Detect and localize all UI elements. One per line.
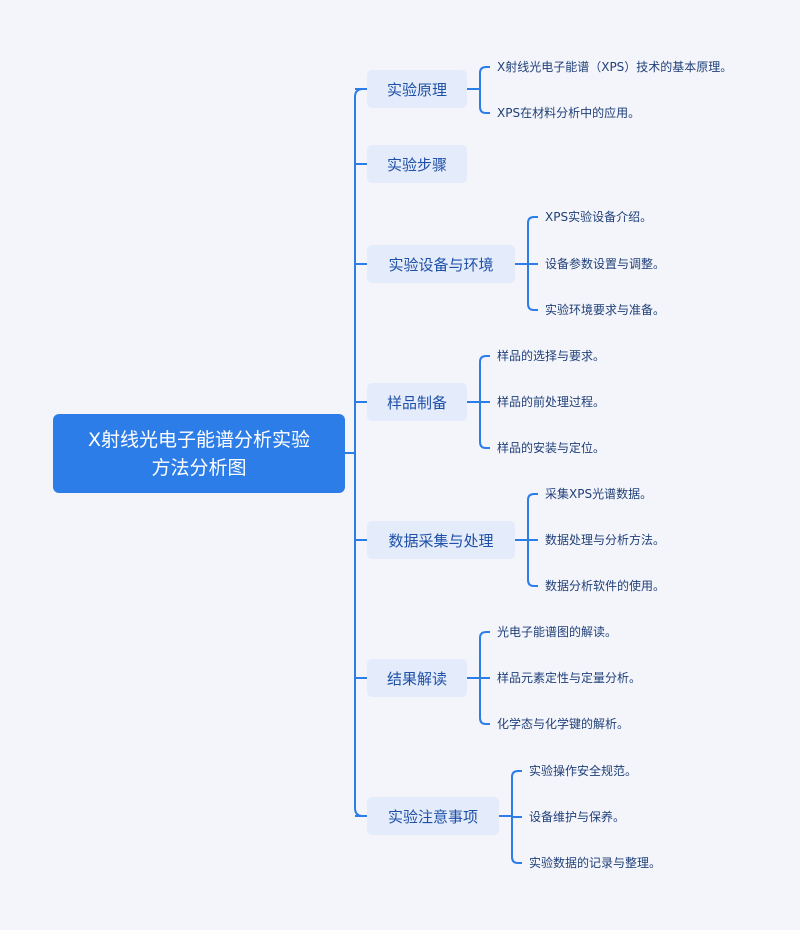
leaf-bracket	[511, 770, 522, 864]
leaf-bracket	[479, 631, 490, 725]
root-title-line1: X射线光电子能谱分析实验	[87, 428, 311, 451]
leaf-bracket	[479, 66, 490, 114]
leaf-node: 化学态与化学键的解析。	[497, 717, 630, 731]
leaf-node: 实验环境要求与准备。	[545, 303, 666, 317]
leaf-node: 采集XPS光谱数据。	[545, 487, 653, 501]
leaf-node: XPS实验设备介绍。	[545, 210, 653, 224]
leaf-node: 数据处理与分析方法。	[545, 533, 666, 547]
leaf-node: 设备参数设置与调整。	[545, 257, 666, 271]
leaf-node: 设备维护与保养。	[529, 810, 626, 824]
branch-node[interactable]: 实验步骤	[367, 145, 467, 183]
leaf-node: 样品元素定性与定量分析。	[497, 671, 642, 685]
branch-node[interactable]: 实验设备与环境	[367, 245, 515, 283]
root-title-line2: 方法分析图	[151, 456, 247, 479]
leaf-node: 光电子能谱图的解读。	[497, 625, 618, 639]
leaf-node: 样品的前处理过程。	[497, 395, 606, 409]
leaf-node: 实验数据的记录与整理。	[529, 856, 662, 870]
branch-node[interactable]: 样品制备	[367, 383, 467, 421]
leaf-node: X射线光电子能谱（XPS）技术的基本原理。	[497, 60, 733, 74]
branch-node[interactable]: 实验原理	[367, 70, 467, 108]
leaf-bracket	[527, 493, 538, 587]
root-node[interactable]: X射线光电子能谱分析实验 方法分析图	[53, 414, 345, 493]
leaf-bracket	[527, 216, 538, 311]
main-spine	[354, 88, 364, 817]
leaf-bracket	[479, 355, 490, 449]
branch-node[interactable]: 结果解读	[367, 659, 467, 697]
leaf-node: 样品的选择与要求。	[497, 349, 606, 363]
branch-node[interactable]: 数据采集与处理	[367, 521, 515, 559]
leaf-node: 样品的安装与定位。	[497, 441, 606, 455]
leaf-node: 实验操作安全规范。	[529, 764, 638, 778]
leaf-node: 数据分析软件的使用。	[545, 579, 666, 593]
leaf-node: XPS在材料分析中的应用。	[497, 106, 641, 120]
root-title: X射线光电子能谱分析实验 方法分析图	[88, 426, 310, 482]
branch-node[interactable]: 实验注意事项	[367, 797, 499, 835]
